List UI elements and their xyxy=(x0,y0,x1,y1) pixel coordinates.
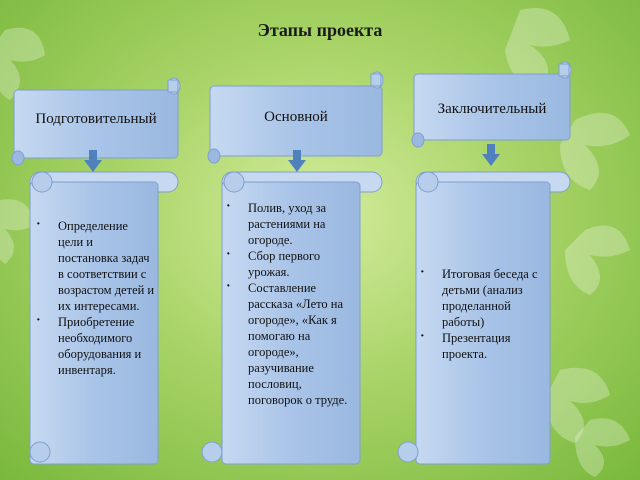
stage-items-preparatory: Определение цели и постановка задач в со… xyxy=(34,217,156,378)
page-title: Этапы проекта xyxy=(257,20,383,40)
butterfly-icon xyxy=(575,418,630,477)
stage-header-scroll xyxy=(11,77,181,166)
list-item: Презентация проекта. xyxy=(418,329,548,362)
stage-title-final: Заключительный xyxy=(437,100,547,117)
down-arrow-icon xyxy=(288,150,306,172)
list-item: Итоговая беседа с детьми (анализ продела… xyxy=(418,265,548,330)
down-arrow-icon xyxy=(482,144,500,166)
stage-title-main: Основной xyxy=(264,108,328,125)
list-item: Сбор первого урожая. xyxy=(224,247,356,280)
butterfly-icon xyxy=(0,27,45,100)
stage-title-preparatory: Подготовительный xyxy=(35,110,157,127)
list-item: Составление рассказа «Лето на огороде», … xyxy=(224,279,356,408)
butterfly-icon xyxy=(560,112,630,190)
list-item: Полив, уход за растениями на огороде. xyxy=(224,199,356,248)
down-arrow-icon xyxy=(84,150,102,172)
butterfly-icon xyxy=(505,8,570,90)
butterfly-icon xyxy=(565,225,630,295)
stage-header-scroll xyxy=(411,61,572,148)
list-item: Приобретение необходимого оборудования и… xyxy=(34,313,156,378)
list-item: Определение цели и постановка задач в со… xyxy=(34,217,156,314)
stage-header-scroll xyxy=(207,71,384,164)
butterfly-icon xyxy=(545,367,610,443)
stage-items-final: Итоговая беседа с детьми (анализ продела… xyxy=(418,265,548,362)
butterfly-icon xyxy=(0,199,35,264)
stage-items-main: Полив, уход за растениями на огороде. Сб… xyxy=(224,199,356,408)
